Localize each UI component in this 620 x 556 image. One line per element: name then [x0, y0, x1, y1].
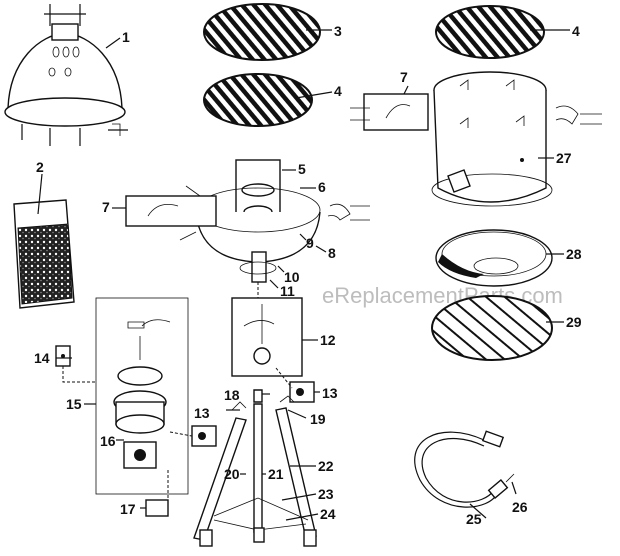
part-grate-right [435, 5, 545, 59]
callout-8: 8 [328, 245, 336, 261]
callout-6: 6 [318, 179, 326, 195]
callout-5: 5 [298, 161, 306, 177]
part-water-pan [435, 229, 553, 287]
callout-7a: 7 [102, 199, 110, 215]
callout-2: 2 [36, 159, 44, 175]
callout-19: 19 [310, 411, 326, 427]
part-bottom-grate [431, 295, 553, 361]
part-bowl-assembly [125, 159, 370, 300]
callout-20: 20 [224, 466, 240, 482]
part-spacer-box [191, 367, 315, 447]
callout-9: 9 [306, 235, 314, 251]
part-charcoal-grate [203, 73, 313, 127]
callout-27: 27 [556, 150, 572, 166]
callout-labels: 1 2 3 4 4 5 6 7 7 8 9 10 11 12 13 13 14 … [34, 23, 582, 527]
part-charcoal-bag [13, 199, 75, 309]
callout-16: 16 [100, 433, 116, 449]
callout-29: 29 [566, 314, 582, 330]
callout-18: 18 [224, 387, 240, 403]
part-hose [414, 430, 515, 508]
callout-10: 10 [284, 269, 300, 285]
callout-22: 22 [318, 458, 334, 474]
callout-14: 14 [34, 350, 50, 366]
part-cooking-grate [203, 3, 321, 61]
part-lid [4, 4, 128, 146]
callout-3: 3 [334, 23, 342, 39]
callout-21: 21 [268, 466, 284, 482]
leader-lines [37, 29, 570, 521]
part-ash-catcher [231, 297, 303, 377]
callout-11: 11 [280, 283, 295, 299]
callout-7b: 7 [400, 69, 408, 85]
callout-28: 28 [566, 246, 582, 262]
part-ash-assembly [55, 297, 193, 517]
callout-17: 17 [120, 501, 136, 517]
callout-13b: 13 [194, 405, 210, 421]
callout-4a: 4 [334, 83, 342, 99]
callout-23: 23 [318, 486, 334, 502]
callout-26: 26 [512, 499, 528, 515]
callout-4b: 4 [572, 23, 580, 39]
callout-25: 25 [466, 511, 482, 527]
callout-15: 15 [66, 396, 82, 412]
callout-13a: 13 [322, 385, 338, 401]
part-center-section [350, 71, 602, 207]
part-tripod-legs [193, 389, 317, 547]
callout-12: 12 [320, 332, 336, 348]
callout-24: 24 [320, 506, 336, 522]
callout-1: 1 [122, 29, 130, 45]
